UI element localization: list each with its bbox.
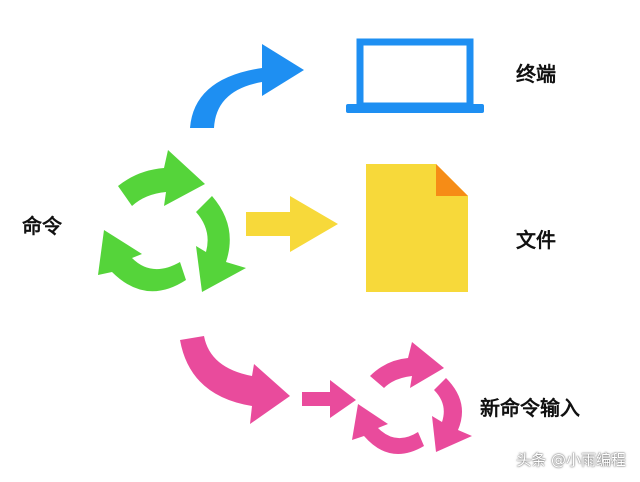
arrow-to-new-input xyxy=(180,336,290,424)
cycle-arrow-segment xyxy=(370,342,444,388)
arrow-straight-to-cycle xyxy=(302,380,356,418)
cycle-arrow-segment xyxy=(432,378,472,452)
command-cycle-icon xyxy=(98,150,246,292)
cycle-arrow-segment xyxy=(118,150,205,206)
arrow-to-terminal xyxy=(190,44,304,128)
cycle-arrow-segment xyxy=(352,404,424,454)
file-icon xyxy=(366,164,468,292)
arrow-to-file xyxy=(246,196,338,252)
watermark-text: 头条 @小雨编程 xyxy=(516,451,626,469)
label-new-command-input: 新命令输入 xyxy=(480,396,580,420)
label-terminal: 终端 xyxy=(516,62,556,86)
laptop-icon xyxy=(346,38,484,113)
new-input-cycle-icon xyxy=(352,342,472,454)
cycle-arrow-segment xyxy=(196,196,246,292)
label-file: 文件 xyxy=(516,228,556,252)
label-command: 命令 xyxy=(22,214,62,238)
cycle-arrow-segment xyxy=(98,230,186,292)
